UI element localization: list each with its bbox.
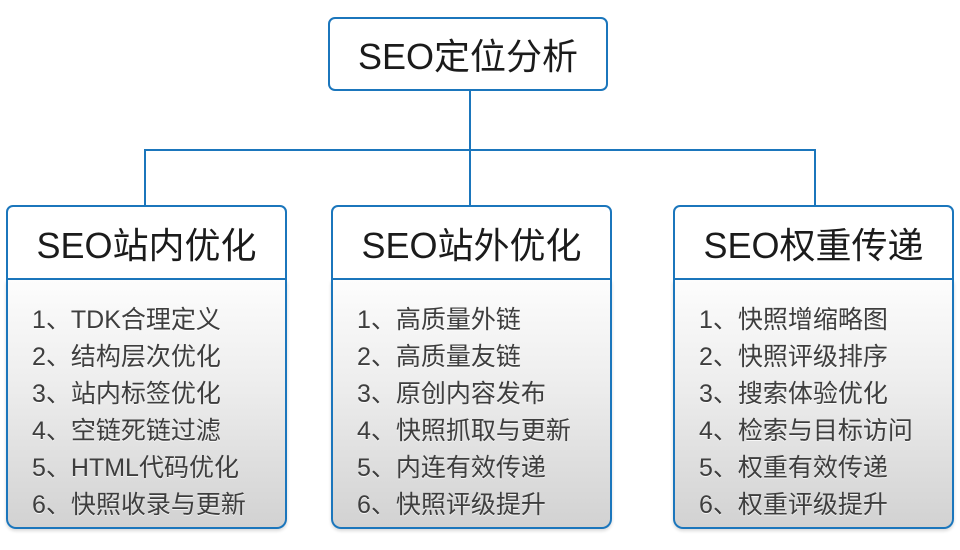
column-header-label: SEO权重传递 xyxy=(703,224,924,266)
list-item: 1、快照增缩略图 xyxy=(699,306,888,334)
column-header-label: SEO站内优化 xyxy=(36,224,257,266)
list-item: 5、权重有效传递 xyxy=(699,454,888,482)
list-item: 5、内连有效传递 xyxy=(357,454,546,482)
list-item: 2、高质量友链 xyxy=(357,343,521,371)
list-item: 1、TDK合理定义 xyxy=(32,306,221,334)
column-item-list: 1、高质量外链 2、高质量友链 3、原创内容发布 4、快照抓取与更新 5、内连有… xyxy=(331,280,612,529)
list-item: 6、快照收录与更新 xyxy=(32,491,246,519)
list-item: 5、HTML代码优化 xyxy=(32,454,239,482)
list-item: 1、高质量外链 xyxy=(357,306,521,334)
list-item: 3、站内标签优化 xyxy=(32,380,221,408)
connector-horizontal xyxy=(144,149,816,151)
column-item-list: 1、快照增缩略图 2、快照评级排序 3、搜索体验优化 4、检索与目标访问 5、权… xyxy=(673,280,954,529)
list-item: 4、空链死链过滤 xyxy=(32,417,221,445)
list-item: 3、搜索体验优化 xyxy=(699,380,888,408)
connector-left-drop xyxy=(144,149,146,206)
column-weight-transfer: SEO权重传递 1、快照增缩略图 2、快照评级排序 3、搜索体验优化 4、检索与… xyxy=(673,205,954,529)
column-offsite: SEO站外优化 1、高质量外链 2、高质量友链 3、原创内容发布 4、快照抓取与… xyxy=(331,205,612,529)
column-header: SEO站内优化 xyxy=(6,205,287,280)
column-header: SEO权重传递 xyxy=(673,205,954,280)
list-item: 4、检索与目标访问 xyxy=(699,417,913,445)
column-header-label: SEO站外优化 xyxy=(361,224,582,266)
connector-right-drop xyxy=(814,149,816,206)
root-title: SEO定位分析 xyxy=(357,36,579,77)
root-node: SEO定位分析 xyxy=(328,17,608,91)
list-item: 6、快照评级提升 xyxy=(357,491,546,519)
connector-middle-drop xyxy=(469,149,471,206)
column-header: SEO站外优化 xyxy=(331,205,612,280)
column-onsite: SEO站内优化 1、TDK合理定义 2、结构层次优化 3、站内标签优化 4、空链… xyxy=(6,205,287,529)
column-item-list: 1、TDK合理定义 2、结构层次优化 3、站内标签优化 4、空链死链过滤 5、H… xyxy=(6,280,287,529)
connector-root-stem xyxy=(469,90,471,150)
list-item: 4、快照抓取与更新 xyxy=(357,417,571,445)
list-item: 6、权重评级提升 xyxy=(699,491,888,519)
list-item: 2、快照评级排序 xyxy=(699,343,888,371)
list-item: 2、结构层次优化 xyxy=(32,343,221,371)
list-item: 3、原创内容发布 xyxy=(357,380,546,408)
